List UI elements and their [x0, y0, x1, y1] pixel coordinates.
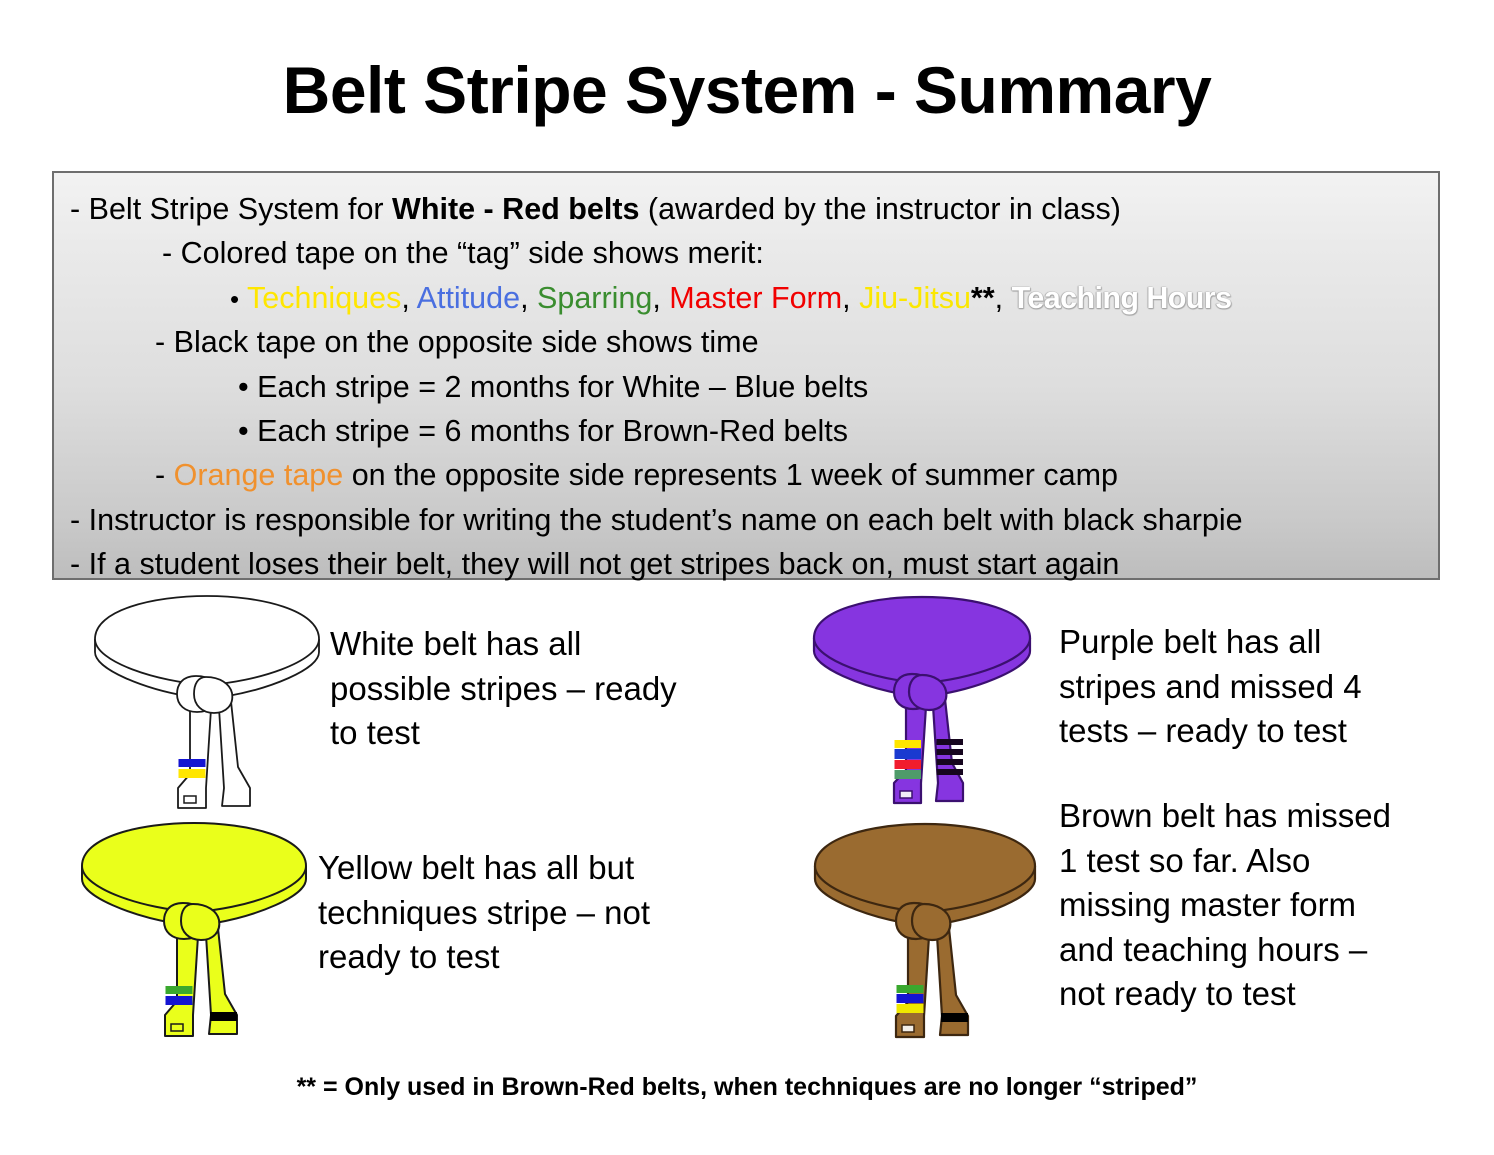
yellow-belt-merit-stripes	[165, 986, 193, 1005]
belt-illustration-white	[94, 595, 320, 809]
brown-belt-time-stripes	[941, 1013, 968, 1022]
belt-illustration-brown	[813, 822, 1037, 1039]
belt-illustration-yellow	[81, 822, 307, 1037]
page-title: Belt Stripe System - Summary	[282, 53, 1212, 127]
merit-teaching-hours: Teaching Hours	[1011, 280, 1232, 315]
purple-belt-merit-stripes	[894, 740, 921, 779]
orange-tape-highlight: Orange tape	[173, 458, 344, 493]
caption-brown-belt: Brown belt has missed 1 test so far. Als…	[1059, 797, 1391, 1013]
bullet-icon: •	[230, 283, 240, 314]
belt-illustration-purple	[812, 595, 1032, 805]
caption-purple-belt: Purple belt has all stripes and missed 4…	[1059, 623, 1362, 750]
white-belt-merit-stripes	[178, 759, 206, 778]
merit-sep-3: ,	[652, 280, 670, 315]
merit-sep-1: ,	[401, 280, 417, 315]
panel-line-lost-belt: - If a student loses their belt, they wi…	[70, 547, 1120, 581]
merit-sep-5: ,	[994, 280, 1012, 315]
merit-sparring: Sparring	[537, 280, 653, 315]
purple-belt-time-stripes	[936, 739, 963, 775]
caption-white-belt: White belt has all possible stripes – re…	[330, 625, 677, 752]
panel-line-stripe-2months: • Each stripe = 2 months for White – Blu…	[238, 369, 869, 404]
panel-line-stripe-6months: • Each stripe = 6 months for Brown-Red b…	[238, 413, 848, 448]
panel-line-merit-list: • Techniques, Attitude, Sparring, Master…	[70, 276, 1422, 320]
line-bold-belts: White - Red belts	[392, 192, 640, 226]
merit-jiu-jitsu: Jiu-Jitsu	[859, 280, 971, 315]
brown-belt-merit-stripes	[896, 985, 924, 1013]
panel-line-colored-tape: - Colored tape on the “tag” side shows m…	[162, 236, 764, 271]
yellow-belt-tag	[170, 1023, 184, 1032]
white-belt-tag	[183, 795, 197, 804]
merit-techniques: Techniques	[247, 280, 402, 315]
merit-master-form: Master Form	[669, 280, 843, 315]
summary-panel: - Belt Stripe System for White - Red bel…	[52, 171, 1440, 581]
brown-belt-tag	[901, 1024, 915, 1033]
panel-line-system: - Belt Stripe System for White - Red bel…	[70, 187, 1422, 231]
line-suffix: (awarded by the instructor in class)	[639, 192, 1121, 226]
footnote: ** = Only used in Brown-Red belts, when …	[296, 1073, 1198, 1101]
merit-footnote-marker: **	[970, 280, 995, 315]
line-prefix: - Belt Stripe System for	[70, 192, 393, 226]
panel-line-black-tape: - Black tape on the opposite side shows …	[155, 325, 759, 360]
panel-line-orange-tape: - Orange tape on the opposite side repre…	[70, 453, 1422, 497]
panel-line-instructor: - Instructor is responsible for writing …	[70, 502, 1243, 537]
yellow-belt-time-stripes	[210, 1012, 237, 1021]
merit-sep-4: ,	[842, 280, 860, 315]
orange-tape-rest: on the opposite side represents 1 week o…	[343, 458, 1118, 493]
merit-sep-2: ,	[520, 280, 538, 315]
merit-attitude: Attitude	[416, 280, 521, 315]
orange-dash: -	[155, 458, 174, 493]
purple-belt-tag	[899, 790, 913, 799]
caption-yellow-belt: Yellow belt has all but techniques strip…	[318, 849, 651, 976]
